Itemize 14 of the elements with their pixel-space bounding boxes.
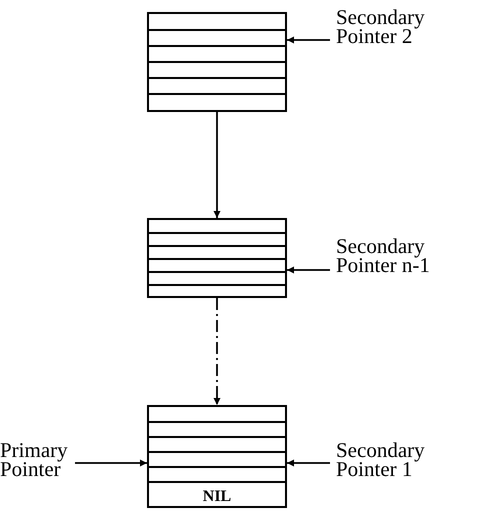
record-block xyxy=(147,218,287,298)
pointer-label: Secondary Pointer n-1 xyxy=(330,237,431,275)
record-block xyxy=(147,405,287,508)
pointer-label: Secondary Pointer 1 xyxy=(330,441,426,479)
record-block xyxy=(147,12,287,112)
arrow xyxy=(213,112,221,218)
arrow xyxy=(75,459,147,467)
field-value: NIL xyxy=(202,489,232,505)
pointer-label: Primary Pointer xyxy=(0,441,75,479)
arrow xyxy=(287,459,330,467)
pointer-label: Secondary Pointer 2 xyxy=(330,8,426,46)
arrow xyxy=(213,298,221,405)
arrow xyxy=(287,36,330,44)
arrow xyxy=(287,266,330,274)
